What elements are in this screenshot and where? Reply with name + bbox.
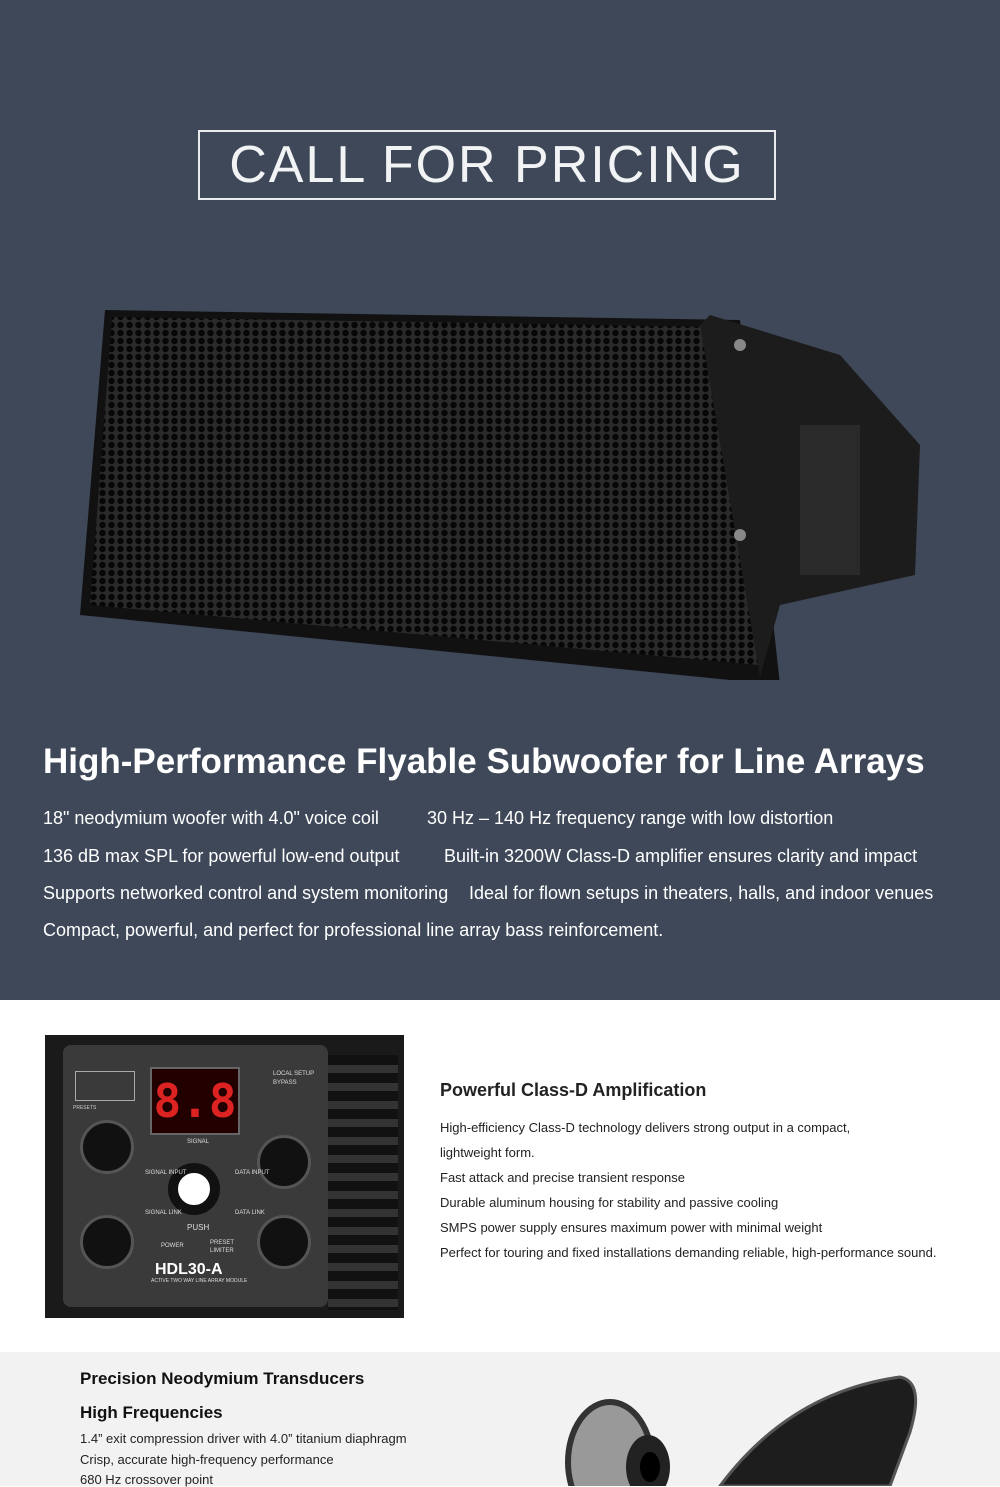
text-line: 1.4” exit compression driver with 4.0” t… [80, 1431, 407, 1446]
led-display: 8.8 [150, 1067, 240, 1135]
text-line: Fast attack and precise transient respon… [440, 1170, 685, 1185]
feature: Built-in 3200W Class-D amplifier ensures… [444, 846, 918, 866]
text-line: lightweight form. [440, 1145, 535, 1160]
limiter-label: LIMITER [210, 1248, 234, 1254]
local-setup-label: LOCAL SETUP [273, 1071, 315, 1077]
feature: Ideal for flown setups in theaters, hall… [469, 883, 934, 903]
signal-label: SIGNAL [187, 1139, 210, 1145]
amplifier-panel-image: 8.8 PRESETS LOCAL SETUP BYPASS SIGNAL SI… [45, 1035, 404, 1318]
page-title: High-Performance Flyable Subwoofer for L… [43, 742, 925, 781]
text-line: Durable aluminum housing for stability a… [440, 1195, 779, 1210]
feature: Supports networked control and system mo… [43, 883, 449, 903]
power-label: POWER [161, 1243, 184, 1249]
presets-label: PRESETS [73, 1105, 97, 1111]
model-name: HDL30-A [155, 1261, 223, 1278]
preset-label: PRESET [210, 1240, 235, 1246]
text-line: Perfect for touring and fixed installati… [440, 1245, 937, 1260]
amplification-section: Powerful Class-D Amplification High-effi… [440, 1080, 936, 1265]
bypass-label: BYPASS [273, 1080, 297, 1086]
xlr-output-icon [80, 1215, 134, 1269]
feature: 136 dB max SPL for powerful low-end outp… [43, 846, 400, 866]
speaker-image [80, 310, 920, 680]
text-line: SMPS power supply ensures maximum power … [440, 1220, 823, 1235]
drivers-image [565, 1375, 918, 1486]
ethernet-link-icon [257, 1215, 311, 1269]
hero-section: CALL FOR PRICING High-Performance Flyabl… [0, 0, 1000, 1000]
call-for-pricing-button[interactable]: CALL FOR PRICING [198, 130, 776, 200]
feature-row: Supports networked control and system mo… [43, 883, 933, 904]
data-input-label: DATA INPUT [235, 1170, 270, 1176]
xlr-input-icon [80, 1120, 134, 1174]
knob-icon [168, 1163, 220, 1215]
signal-input-label: SIGNAL INPUT [145, 1170, 187, 1176]
section-subheading: High Frequencies [80, 1403, 223, 1422]
feature: 18" neodymium woofer with 4.0" voice coi… [43, 808, 379, 828]
data-link-label: DATA LINK [235, 1210, 265, 1216]
transducers-section: Precision Neodymium Transducers High Fre… [0, 1352, 1000, 1487]
feature-row: 136 dB max SPL for powerful low-end outp… [43, 846, 917, 867]
feature-row: 18" neodymium woofer with 4.0" voice coi… [43, 808, 833, 829]
section-heading: Precision Neodymium Transducers [80, 1369, 365, 1388]
ethernet-input-icon [257, 1135, 311, 1189]
text-line: High-efficiency Class-D technology deliv… [440, 1120, 851, 1135]
summary: Compact, powerful, and perfect for profe… [43, 920, 664, 940]
text-line: Crisp, accurate high-frequency performan… [80, 1452, 334, 1467]
feature: 30 Hz – 140 Hz frequency range with low … [427, 808, 834, 828]
section-heading: Powerful Class-D Amplification [440, 1080, 707, 1100]
signal-link-label: SIGNAL LINK [145, 1210, 182, 1216]
model-subtitle: ACTIVE TWO WAY LINE ARRAY MODULE [151, 1278, 248, 1284]
text-line: 680 Hz crossover point [80, 1472, 213, 1487]
push-label: PUSH [187, 1223, 210, 1232]
